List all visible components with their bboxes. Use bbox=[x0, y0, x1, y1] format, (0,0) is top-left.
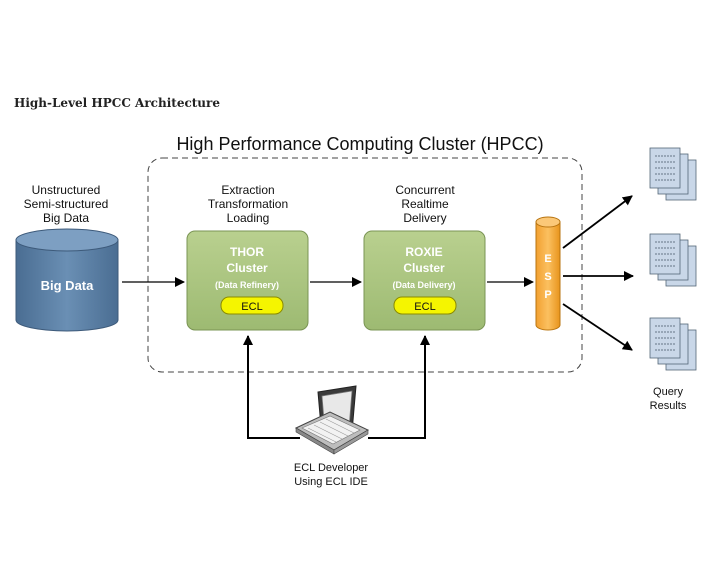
document-stack-icon bbox=[649, 317, 697, 371]
esp-cylinder-icon: E S P bbox=[535, 216, 561, 331]
thor-stage-line: Transformation bbox=[208, 197, 288, 211]
document-stack-icon bbox=[649, 147, 697, 201]
roxie-cluster-word: Cluster bbox=[403, 261, 445, 275]
source-label-line: Unstructured bbox=[32, 183, 101, 197]
results-label-line: Results bbox=[650, 400, 687, 412]
source-label: Unstructured Semi-structured Big Data bbox=[24, 183, 109, 225]
esp-letter: P bbox=[544, 289, 551, 301]
hpcc-boundary bbox=[147, 157, 583, 373]
roxie-stage-line: Realtime bbox=[401, 197, 449, 211]
arrow-esp-to-result-1 bbox=[562, 195, 633, 249]
esp-letter: E bbox=[544, 253, 551, 265]
roxie-stage-line: Concurrent bbox=[395, 183, 455, 197]
diagram-caption: High-Level HPCC Architecture bbox=[14, 96, 220, 110]
results-label-line: Query bbox=[653, 386, 683, 398]
roxie-ecl-label: ECL bbox=[414, 301, 435, 313]
arrow-developer-to-roxie bbox=[368, 335, 430, 439]
laptop-icon bbox=[294, 385, 370, 455]
thor-ecl-label: ECL bbox=[241, 301, 262, 313]
arrow-developer-to-thor bbox=[243, 335, 300, 439]
thor-stage-line: Extraction bbox=[221, 183, 274, 197]
esp-letter: S bbox=[544, 271, 551, 283]
roxie-name: ROXIE bbox=[405, 245, 442, 259]
roxie-stage-label: Concurrent Realtime Delivery bbox=[395, 183, 455, 225]
big-data-label: Big Data bbox=[41, 278, 95, 293]
document-stack-icon bbox=[649, 233, 697, 287]
source-label-line: Semi-structured bbox=[24, 197, 109, 211]
thor-subtitle: (Data Refinery) bbox=[215, 280, 279, 290]
developer-label-line: ECL Developer bbox=[294, 462, 369, 474]
roxie-stage-line: Delivery bbox=[403, 211, 446, 225]
arrow-esp-to-result-3 bbox=[562, 303, 633, 351]
big-data-database-icon: Big Data bbox=[15, 228, 119, 332]
thor-stage-label: Extraction Transformation Loading bbox=[208, 183, 288, 225]
cluster-title: High Performance Computing Cluster (HPCC… bbox=[176, 134, 543, 154]
thor-ecl-badge bbox=[220, 296, 284, 315]
roxie-subtitle: (Data Delivery) bbox=[392, 280, 455, 290]
developer-label: ECL Developer Using ECL IDE bbox=[294, 462, 369, 488]
query-results-documents bbox=[649, 147, 697, 371]
roxie-cluster: ROXIE Cluster (Data Delivery) ECL bbox=[363, 230, 486, 331]
roxie-ecl-badge bbox=[393, 296, 457, 315]
thor-stage-line: Loading bbox=[227, 211, 270, 225]
thor-cluster: THOR Cluster (Data Refinery) ECL bbox=[186, 230, 309, 331]
thor-cluster-word: Cluster bbox=[226, 261, 268, 275]
developer-label-line: Using ECL IDE bbox=[294, 476, 368, 488]
thor-name: THOR bbox=[230, 245, 264, 259]
query-results-label: Query Results bbox=[650, 386, 687, 412]
source-label-line: Big Data bbox=[43, 211, 89, 225]
